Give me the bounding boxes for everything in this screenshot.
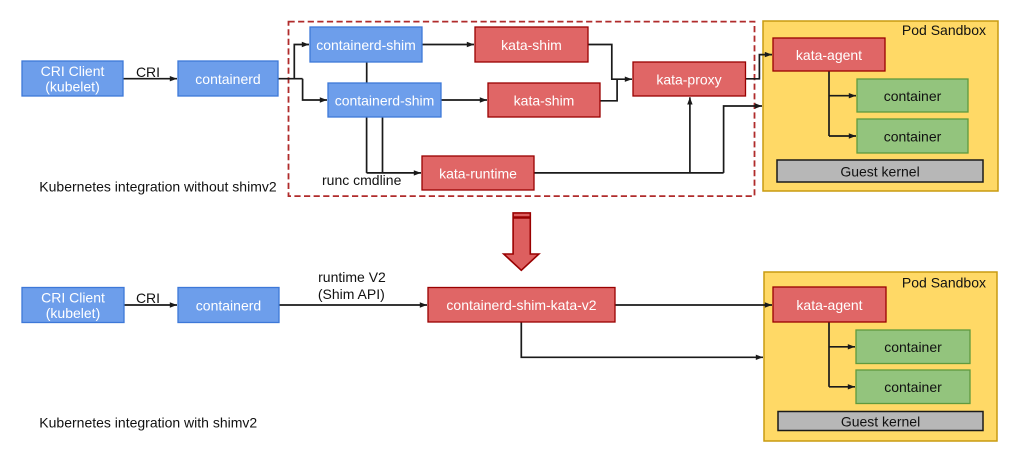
svg-text:CRI Client: CRI Client: [41, 290, 105, 306]
svg-text:kata-proxy: kata-proxy: [656, 71, 721, 87]
svg-text:Guest kernel: Guest kernel: [840, 163, 919, 179]
svg-text:containerd-shim-kata-v2: containerd-shim-kata-v2: [446, 297, 596, 313]
svg-text:container: container: [884, 88, 942, 104]
svg-text:Pod Sandbox: Pod Sandbox: [902, 22, 986, 38]
svg-text:CRI: CRI: [136, 64, 160, 80]
svg-text:container: container: [884, 379, 942, 395]
svg-text:runtime V2: runtime V2: [318, 269, 386, 285]
svg-text:containerd-shim: containerd-shim: [335, 93, 435, 109]
svg-text:container: container: [884, 339, 942, 355]
svg-text:Kubernetes integration with sh: Kubernetes integration with shimv2: [39, 415, 257, 431]
svg-text:(kubelet): (kubelet): [46, 305, 100, 321]
svg-text:kata-agent: kata-agent: [796, 47, 862, 63]
svg-text:Pod Sandbox: Pod Sandbox: [902, 275, 986, 291]
svg-text:kata-runtime: kata-runtime: [439, 165, 517, 181]
svg-text:(Shim API): (Shim API): [318, 286, 385, 302]
svg-text:kata-shim: kata-shim: [514, 93, 575, 109]
svg-text:container: container: [884, 128, 942, 144]
svg-text:kata-shim: kata-shim: [501, 37, 562, 53]
svg-text:runc cmdline: runc cmdline: [322, 172, 402, 188]
svg-text:containerd: containerd: [196, 297, 261, 313]
svg-text:CRI: CRI: [136, 290, 160, 306]
svg-text:kata-agent: kata-agent: [796, 297, 862, 313]
svg-text:containerd-shim: containerd-shim: [316, 37, 416, 53]
svg-text:Kubernetes integration without: Kubernetes integration without shimv2: [39, 178, 277, 194]
svg-text:(kubelet): (kubelet): [45, 79, 99, 95]
svg-text:Guest kernel: Guest kernel: [841, 414, 920, 430]
svg-text:containerd: containerd: [195, 71, 260, 87]
svg-text:CRI Client: CRI Client: [41, 63, 105, 79]
